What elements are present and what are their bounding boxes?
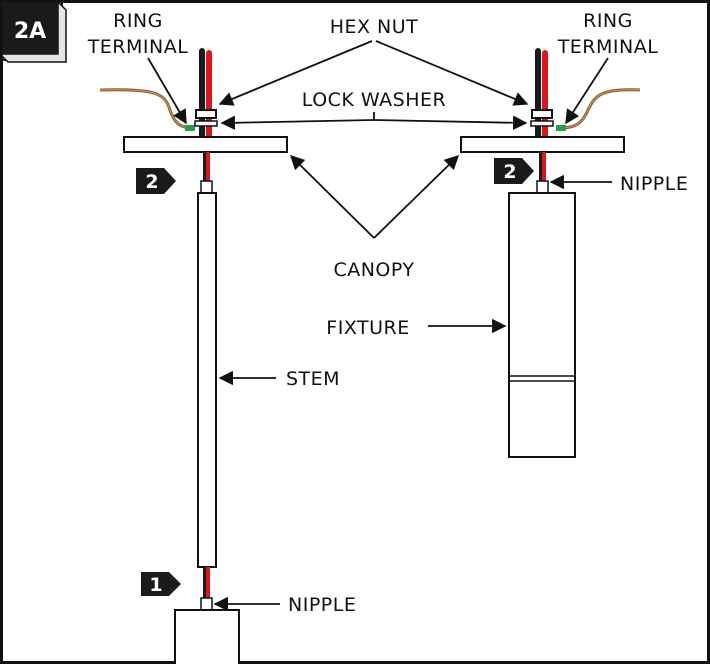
- nipple-bottom-label: NIPPLE: [288, 594, 356, 616]
- hex-nut-label: HEX NUT: [330, 16, 419, 38]
- figure-badge: 2A: [1, 0, 67, 63]
- lock-washer-right: [530, 120, 554, 127]
- leader-arrows: [147, 40, 612, 612]
- figure-id: 2A: [14, 19, 46, 44]
- fixture-right: [508, 192, 576, 458]
- left-assembly: [99, 48, 288, 664]
- ring-terminal-right-label-line1: RING: [583, 10, 633, 32]
- stem-label: STEM: [286, 368, 340, 390]
- nipple-left-top: [200, 180, 213, 194]
- step-badge-2-left: 2: [136, 168, 176, 194]
- nipple-right: [536, 180, 549, 194]
- ring-terminal-left-label-line1: RING: [113, 10, 163, 32]
- svg-text:1: 1: [149, 574, 162, 596]
- lock-washer-left: [194, 120, 218, 127]
- nipple-top-label: NIPPLE: [620, 173, 688, 195]
- hex-nut-right: [531, 109, 553, 119]
- step-badge-1: 1: [141, 572, 181, 596]
- ring-terminal-right-label-line2: TERMINAL: [557, 36, 659, 58]
- canopy-left: [123, 136, 288, 153]
- hex-nut-left: [195, 109, 217, 119]
- lock-washer-label: LOCK WASHER: [302, 89, 446, 111]
- svg-text:2: 2: [503, 161, 516, 183]
- nipple-left-bottom: [200, 597, 213, 611]
- step-badge-2-right: 2: [494, 158, 534, 184]
- ring-terminal-left-label-line2: TERMINAL: [87, 36, 189, 58]
- fixture-left: [174, 609, 240, 664]
- ring-terminal-left: [185, 125, 195, 131]
- canopy-right: [460, 136, 625, 153]
- svg-text:2: 2: [145, 171, 158, 193]
- stem: [197, 192, 217, 568]
- fixture-label: FIXTURE: [326, 317, 409, 339]
- right-assembly: [460, 48, 641, 458]
- ring-terminal-right: [556, 125, 566, 131]
- canopy-label: CANOPY: [333, 259, 414, 281]
